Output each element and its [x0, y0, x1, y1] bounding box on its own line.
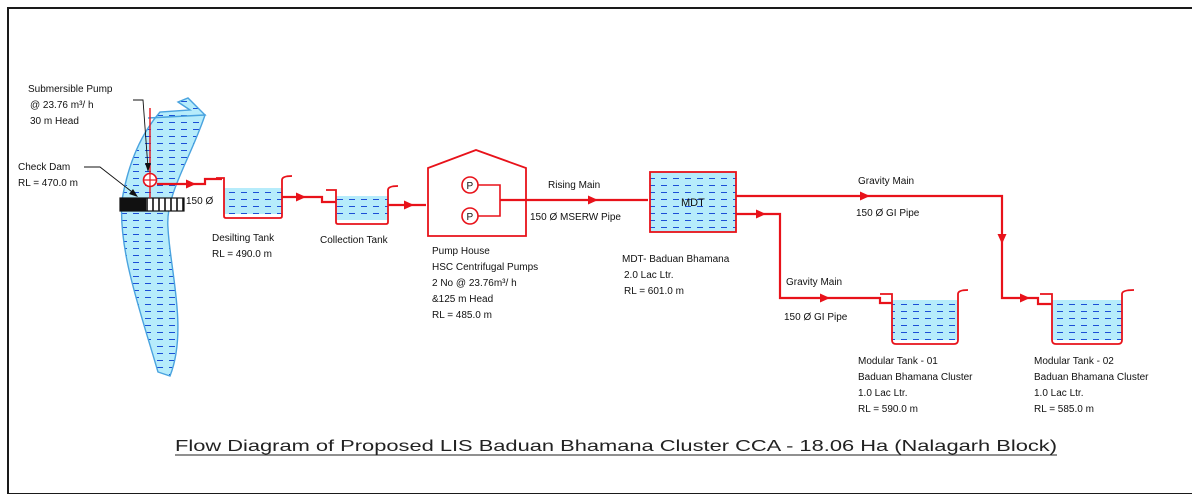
mdt-inner-label: MDT	[681, 197, 705, 209]
pipe-desilting-to-collection	[282, 195, 336, 204]
gravity-pipe-lower-label: 150 Ø GI Pipe	[784, 312, 848, 323]
gravity-pipe-upper-label: 150 Ø GI Pipe	[856, 208, 920, 219]
pipe-gravity-lower	[736, 212, 892, 305]
pump-p1-letter: P	[467, 181, 474, 192]
mdt-label-3: RL = 601.0 m	[624, 286, 684, 297]
pumphouse-label-4: &125 m Head	[432, 294, 493, 305]
pumphouse-label-3: 2 No @ 23.76m³/ h	[432, 278, 517, 289]
flow-arrow-1	[186, 179, 196, 189]
mdt-label-1: MDT- Baduan Bhamana	[622, 254, 730, 265]
tank2-label-1: Modular Tank - 02	[1034, 356, 1114, 367]
pump-leader-line	[133, 99, 149, 169]
tank1-label-1: Modular Tank - 01	[858, 356, 938, 367]
flow-arrow-6	[997, 234, 1007, 244]
gravity-main-lower-label: Gravity Main	[786, 277, 842, 288]
pump-label-3: 30 m Head	[30, 116, 79, 127]
tank1-label-3: 1.0 Lac Ltr.	[858, 388, 907, 399]
pump-label-2: @ 23.76 m³/ h	[30, 100, 94, 111]
desilting-tank	[216, 175, 293, 219]
tank2-label-3: 1.0 Lac Ltr.	[1034, 388, 1083, 399]
desilting-label-2: RL = 490.0 m	[212, 249, 272, 260]
flow-arrow-8	[756, 209, 766, 219]
tank2-label-2: Baduan Bhamana Cluster	[1034, 372, 1149, 383]
flow-arrow-4	[588, 195, 598, 205]
gravity-main-upper-label: Gravity Main	[858, 176, 914, 187]
diagram-title: Flow Diagram of Proposed LIS Baduan Bham…	[175, 438, 1057, 455]
tank2-label-4: RL = 585.0 m	[1034, 404, 1094, 415]
flow-arrow-3	[404, 200, 414, 210]
pumphouse-label-5: RL = 485.0 m	[432, 310, 492, 321]
collection-tank	[326, 185, 399, 225]
stream-channel	[120, 97, 207, 377]
modular-tank-1	[880, 289, 969, 345]
tank1-label-2: Baduan Bhamana Cluster	[858, 372, 973, 383]
collection-label-1: Collection Tank	[320, 235, 389, 246]
modular-tank-2	[1040, 289, 1135, 345]
tank1-label-4: RL = 590.0 m	[858, 404, 918, 415]
flow-arrow-5	[860, 191, 870, 201]
mdt-tank: MDT	[649, 171, 737, 233]
pumphouse-label-2: HSC Centrifugal Pumps	[432, 262, 538, 273]
check-dam-block	[120, 198, 146, 211]
flow-arrow-9	[820, 293, 830, 303]
dam-label-2: RL = 470.0 m	[18, 178, 78, 189]
pipe-label-inlet: 150 Ø	[186, 196, 213, 207]
flow-arrow-2	[296, 192, 306, 202]
pump-label-1: Submersible Pump	[28, 84, 113, 95]
rising-main-label: Rising Main	[548, 180, 600, 191]
desilting-label-1: Desilting Tank	[212, 233, 275, 244]
page-border	[7, 7, 1192, 494]
pumphouse-label-1: Pump House	[432, 246, 490, 257]
rising-pipe-label: 150 Ø MSERW Pipe	[530, 212, 621, 223]
pipe-pump-to-desilting	[157, 177, 222, 186]
pump-house: P P	[427, 149, 527, 237]
flow-arrow-7	[1020, 293, 1030, 303]
submersible-pump-icon	[142, 172, 158, 188]
mdt-label-2: 2.0 Lac Ltr.	[624, 270, 673, 281]
pump-p2-letter: P	[467, 212, 474, 223]
stream-source	[119, 97, 207, 377]
dam-label-1: Check Dam	[18, 162, 70, 173]
dam-leader-line	[84, 166, 137, 196]
